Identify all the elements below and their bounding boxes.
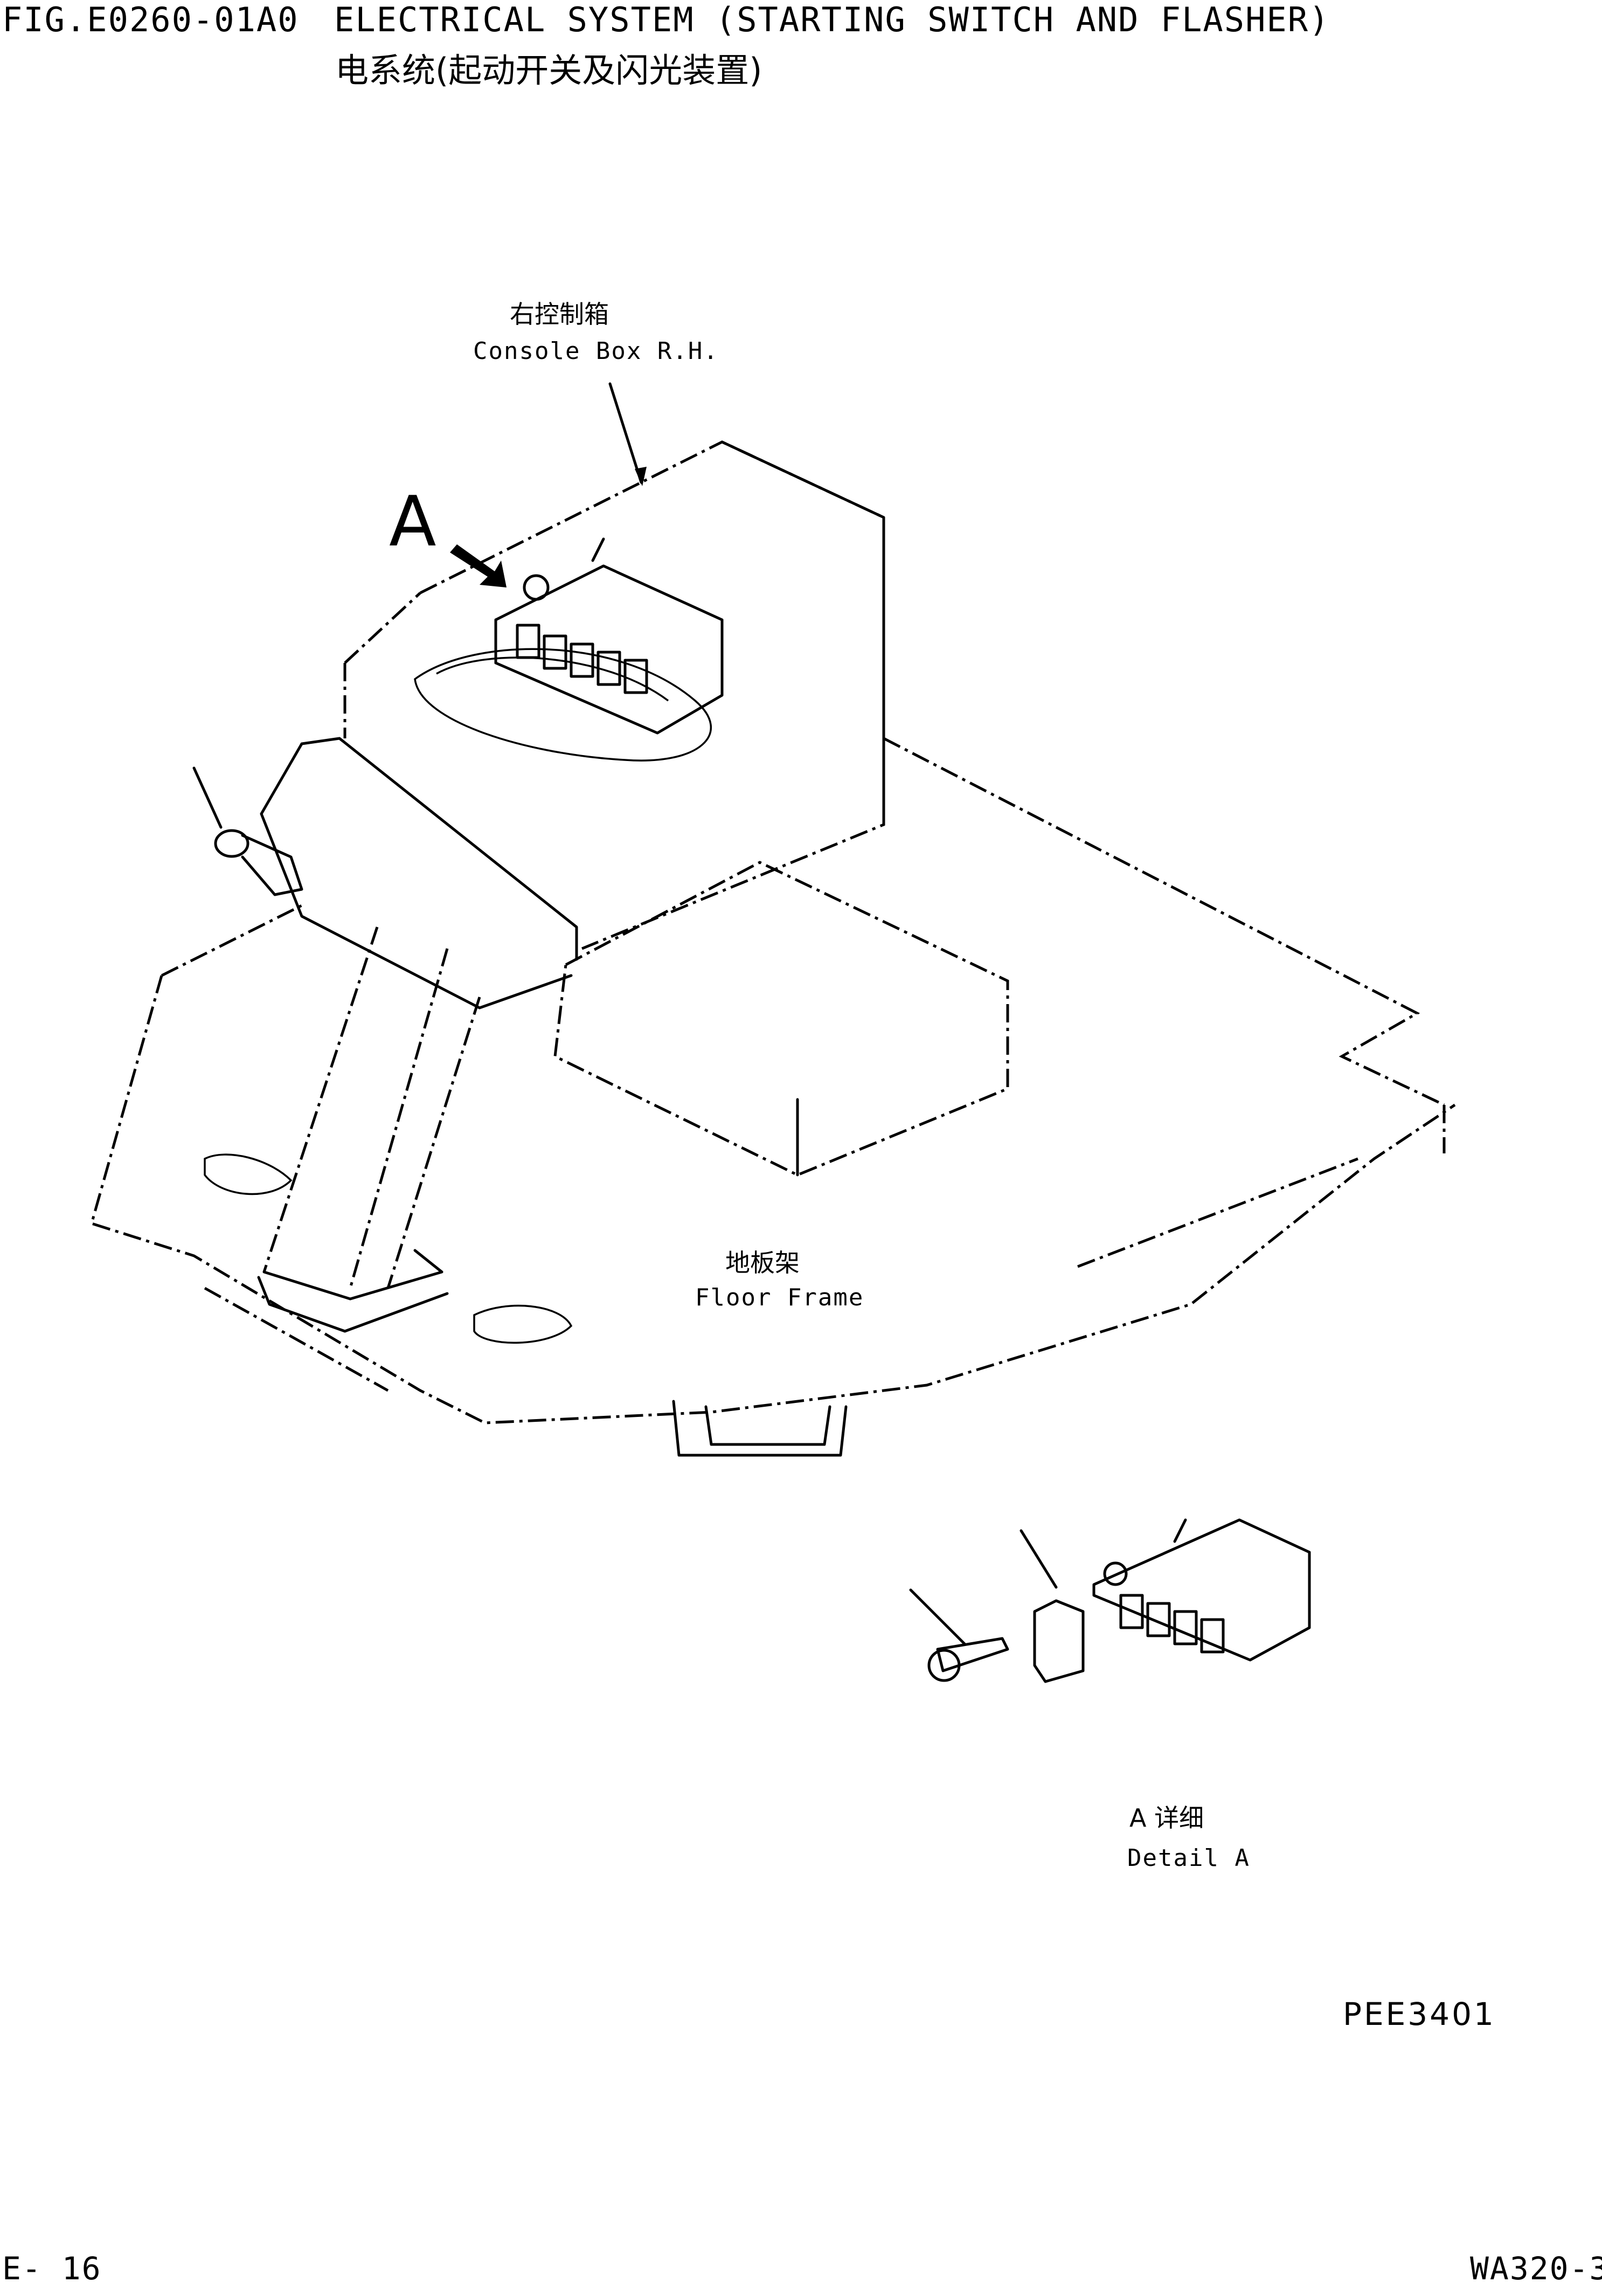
page-title: ELECTRICAL SYSTEM (STARTING SWITCH AND F… [334,0,1330,39]
console-box-label-cn: 右控制箱 [510,300,609,329]
lower-box [553,861,1009,1177]
switch-panel [494,537,724,735]
detail-a-label-cn: A 详细 [1129,1803,1204,1832]
floor-frame-label: Floor Frame [695,1284,864,1311]
drawing-code: PEE3401 [1343,1996,1496,2032]
steering-column [257,737,578,1333]
console-box-leader [608,382,647,486]
detail-a-view [909,1518,1311,1683]
floor-frame-label-cn: 地板架 [725,1248,800,1277]
console-box-rh [343,440,885,950]
page-title-chinese: 电系统(起动开关及闪光装置) [335,51,762,90]
floor-frame [89,737,1456,1457]
key-switch [192,766,303,896]
detail-a-label: Detail A [1127,1844,1250,1872]
callout-a-label: A [389,482,436,562]
callout-a-arrow-icon [450,544,507,587]
model-code: WA320-3 [1470,2250,1602,2287]
figure-id: FIG.E0260-01A0 [2,0,299,39]
console-box-label: Console Box R.H. [473,337,719,365]
page-number: E- 16 [2,2250,102,2287]
